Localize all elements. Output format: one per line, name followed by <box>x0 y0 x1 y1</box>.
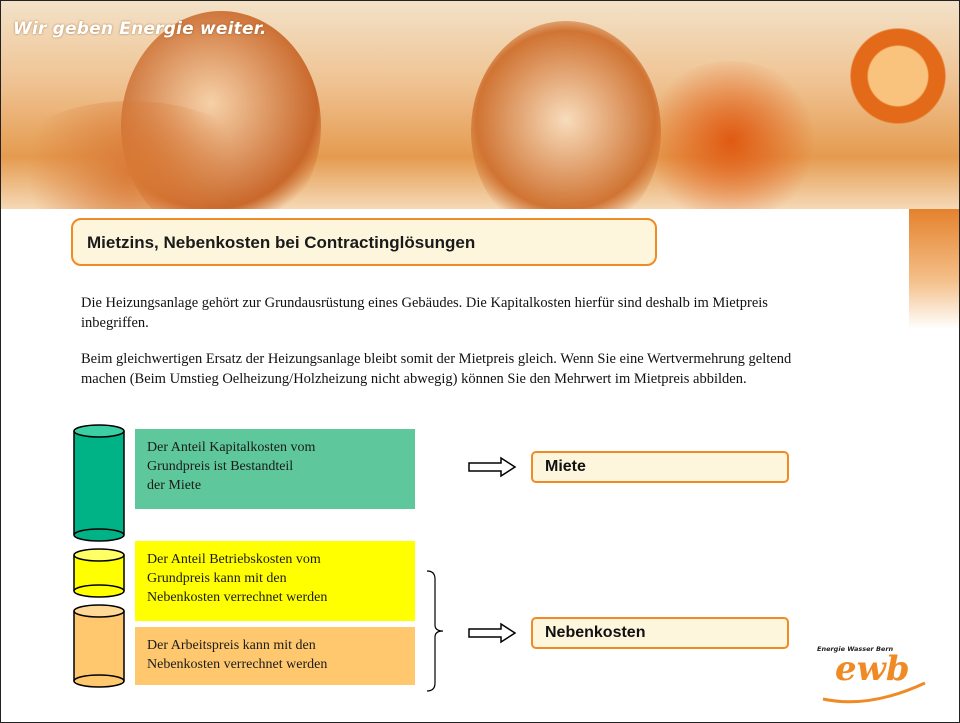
label-line: der Miete <box>147 478 202 493</box>
header-photo: Wir geben Energie weiter. <box>1 1 959 209</box>
logo-wordmark: ewb <box>835 649 910 689</box>
cylinder-arbeitspreis <box>73 604 125 688</box>
result-miete-label: Miete <box>545 458 586 475</box>
label-line: Der Anteil Kapitalkosten vom <box>147 440 316 455</box>
label-line: Der Arbeitspreis kann mit den <box>147 638 316 653</box>
cylinder-kapitalkosten <box>73 424 125 542</box>
label-line: Nebenkosten verrechnet werden <box>147 657 328 672</box>
label-betriebskosten: Der Anteil Betriebskosten vom Grundpreis… <box>135 541 415 621</box>
label-arbeitspreis: Der Arbeitspreis kann mit den Nebenkoste… <box>135 627 415 685</box>
header-photo-edge <box>909 209 959 329</box>
logo-swoosh-icon <box>822 681 926 704</box>
arrow-nebenkosten-icon <box>468 622 517 644</box>
logo-subtitle: Energie Wasser Bern <box>817 645 894 653</box>
arrow-miete-icon <box>468 456 517 478</box>
bracket <box>426 570 444 692</box>
result-nebenkosten-label: Nebenkosten <box>545 624 646 641</box>
page-title: Mietzins, Nebenkosten bei Contractinglös… <box>87 233 476 252</box>
label-line: Nebenkosten verrechnet werden <box>147 590 328 605</box>
title-box: Mietzins, Nebenkosten bei Contractinglös… <box>71 218 657 266</box>
paragraph-2: Beim gleichwertigen Ersatz der Heizungsa… <box>81 351 792 387</box>
cylinder-betriebskosten <box>73 548 125 598</box>
result-miete: Miete <box>531 451 789 483</box>
sun-decoration <box>843 21 953 131</box>
tagline: Wir geben Energie weiter. <box>13 19 267 39</box>
cylinder-stack <box>73 424 125 688</box>
label-line: Grundpreis kann mit den <box>147 571 287 586</box>
label-kapitalkosten: Der Anteil Kapitalkosten vom Grundpreis … <box>135 429 415 509</box>
result-nebenkosten: Nebenkosten <box>531 617 789 649</box>
ewb-logo: Energie Wasser Bern ewb <box>815 645 935 705</box>
label-line: Grundpreis ist Bestandteil <box>147 459 294 474</box>
label-line: Der Anteil Betriebskosten vom <box>147 552 321 567</box>
paragraph-1: Die Heizungsanlage gehört zur Grundausrü… <box>81 295 768 331</box>
